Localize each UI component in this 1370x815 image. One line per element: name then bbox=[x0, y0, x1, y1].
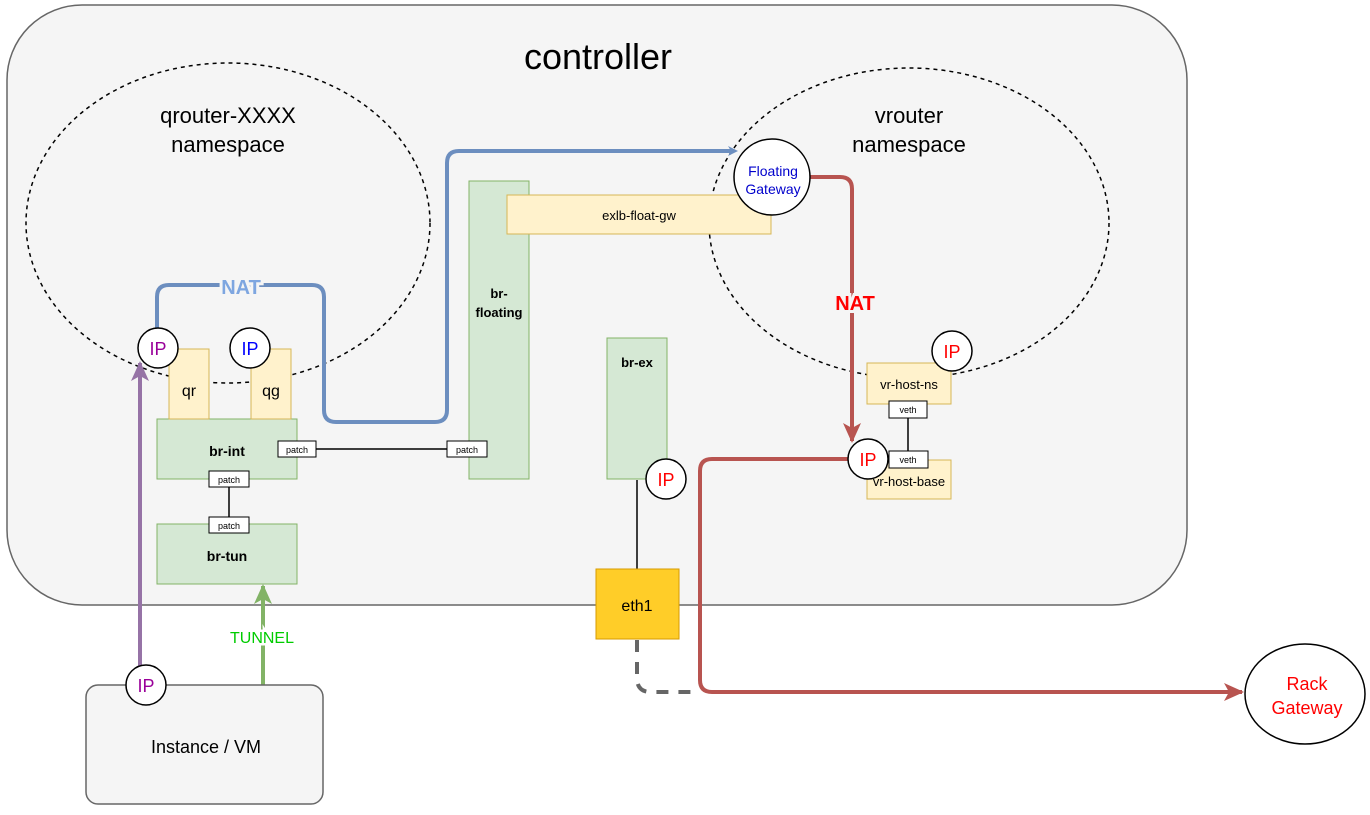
rack-gateway-label-1: Rack bbox=[1286, 674, 1328, 694]
ip-vr-host-base bbox=[847, 438, 889, 480]
ip-vr-host-base-label: IP bbox=[859, 450, 876, 470]
qrouter-namespace-label: namespace bbox=[171, 132, 285, 157]
patch-label-br-int: patch bbox=[286, 445, 308, 455]
veth-label-ns: veth bbox=[899, 405, 916, 415]
instance-vm-box bbox=[85, 684, 324, 805]
br-floating-label-2: floating bbox=[476, 305, 523, 320]
controller-box bbox=[6, 4, 1188, 606]
ip-instance-label: IP bbox=[137, 676, 154, 696]
ip-qr-label: IP bbox=[149, 339, 166, 359]
tunnel-label: TUNNEL bbox=[230, 630, 294, 647]
nat-flow-red bbox=[810, 175, 861, 443]
vrouter-namespace bbox=[708, 67, 1110, 379]
ip-br-ex bbox=[645, 458, 687, 500]
patch-label-br-floating: patch bbox=[456, 445, 478, 455]
br-tun-bridge bbox=[156, 523, 298, 585]
ip-vr-host-ns bbox=[931, 330, 973, 372]
veth-label-base: veth bbox=[899, 455, 916, 465]
veth-port-base bbox=[888, 450, 929, 469]
rack-gateway-label-2: Gateway bbox=[1271, 698, 1342, 718]
br-ex-label: br-ex bbox=[621, 355, 654, 370]
patch-port-br-tun bbox=[208, 516, 250, 534]
qr-port bbox=[168, 348, 210, 420]
external-flow-red bbox=[698, 457, 1244, 701]
controller-title: controller bbox=[524, 36, 672, 77]
eth1-uplink-dashed bbox=[635, 640, 700, 694]
ip-br-ex-label: IP bbox=[657, 470, 674, 490]
ip-vr-host-ns-label: IP bbox=[943, 342, 960, 362]
eth1-interface bbox=[595, 568, 680, 640]
patch-label-br-tun: patch bbox=[218, 521, 240, 531]
floating-gateway-node bbox=[733, 138, 811, 216]
rack-gateway-node bbox=[1244, 643, 1366, 745]
instance-vm-label: Instance / VM bbox=[151, 737, 261, 757]
floating-gateway-label-2: Gateway bbox=[745, 181, 800, 197]
vr-host-base-label: vr-host-base bbox=[873, 474, 945, 489]
nat-flow-blue bbox=[155, 146, 738, 424]
br-floating-label-1: br- bbox=[490, 286, 507, 301]
floating-gateway-label-1: Floating bbox=[748, 163, 798, 179]
br-ex-bridge bbox=[606, 337, 668, 480]
ip-qg bbox=[229, 327, 271, 369]
eth1-label: eth1 bbox=[621, 598, 652, 615]
patch-port-br-int bbox=[277, 440, 317, 458]
qr-label: qr bbox=[182, 383, 197, 400]
qrouter-namespace bbox=[25, 62, 431, 384]
ip-instance bbox=[125, 664, 167, 706]
vr-host-ns-box bbox=[866, 362, 952, 405]
vrouter-namespace-label: namespace bbox=[852, 132, 966, 157]
br-int-label: br-int bbox=[209, 443, 245, 459]
exlb-float-gw-box bbox=[506, 194, 772, 235]
patch-label-br-int-bottom: patch bbox=[218, 475, 240, 485]
vrouter-namespace-name: vrouter bbox=[875, 103, 943, 128]
veth-port-ns bbox=[888, 400, 928, 419]
nat-label-blue: NAT bbox=[221, 277, 261, 299]
patch-port-br-int-bottom bbox=[208, 470, 250, 488]
ip-qr bbox=[137, 327, 179, 369]
br-tun-label: br-tun bbox=[207, 548, 247, 564]
ip-qg-label: IP bbox=[241, 339, 258, 359]
patch-port-br-floating bbox=[446, 440, 488, 458]
vr-host-ns-label: vr-host-ns bbox=[880, 377, 938, 392]
qrouter-namespace-name: qrouter-XXXX bbox=[160, 103, 296, 128]
qg-label: qg bbox=[262, 383, 280, 400]
nat-label-red: NAT bbox=[835, 293, 875, 315]
exlb-float-gw-label: exlb-float-gw bbox=[602, 208, 676, 223]
